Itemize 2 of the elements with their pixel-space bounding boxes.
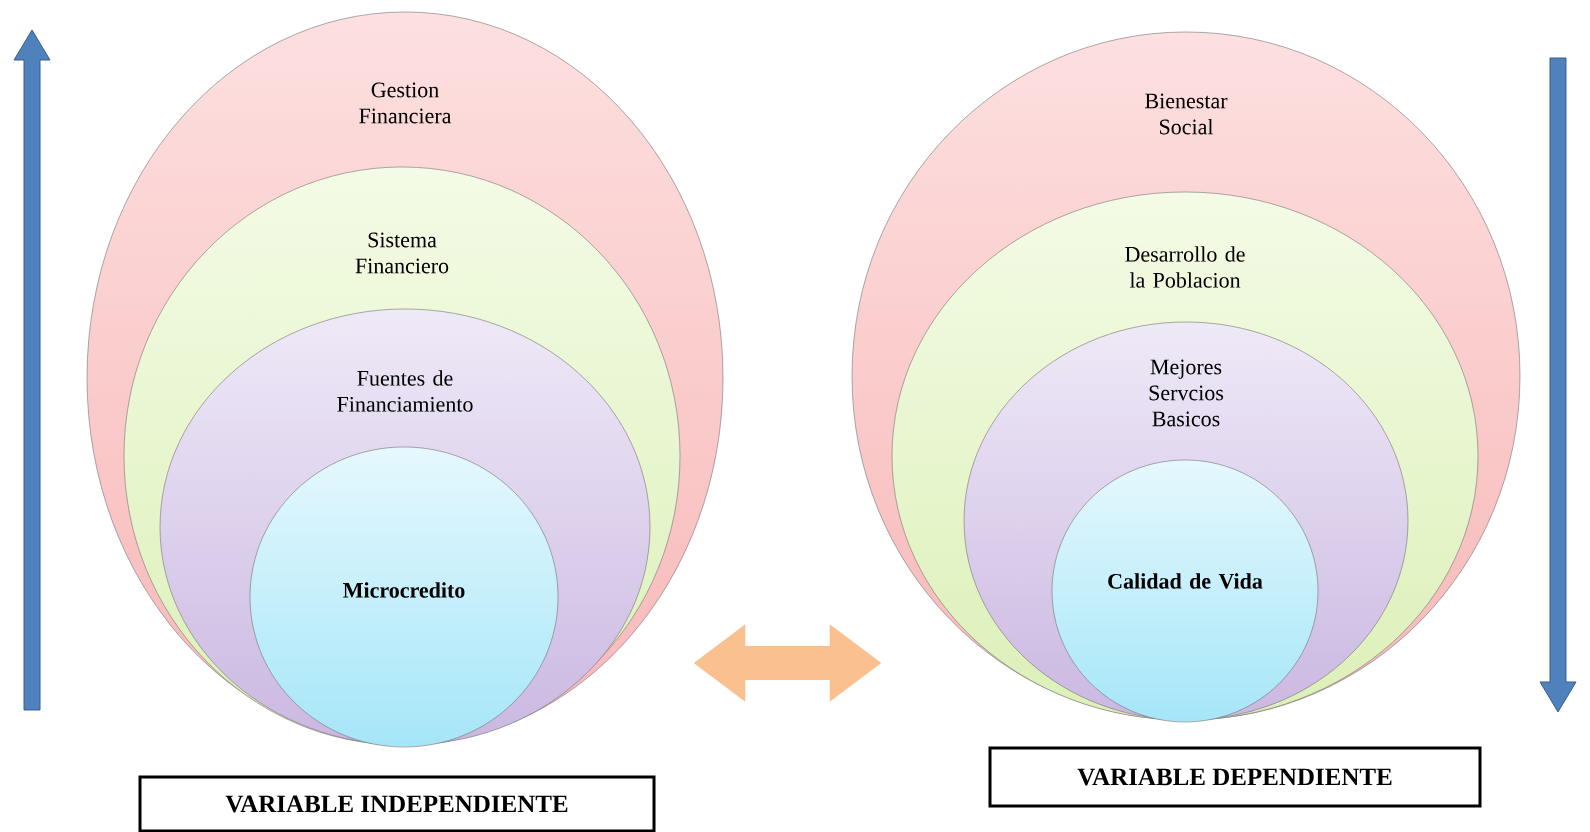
label-box: VARIABLE INDEPENDIENTE [138, 775, 656, 832]
label-box: VARIABLE DEPENDIENTE [988, 746, 1482, 808]
